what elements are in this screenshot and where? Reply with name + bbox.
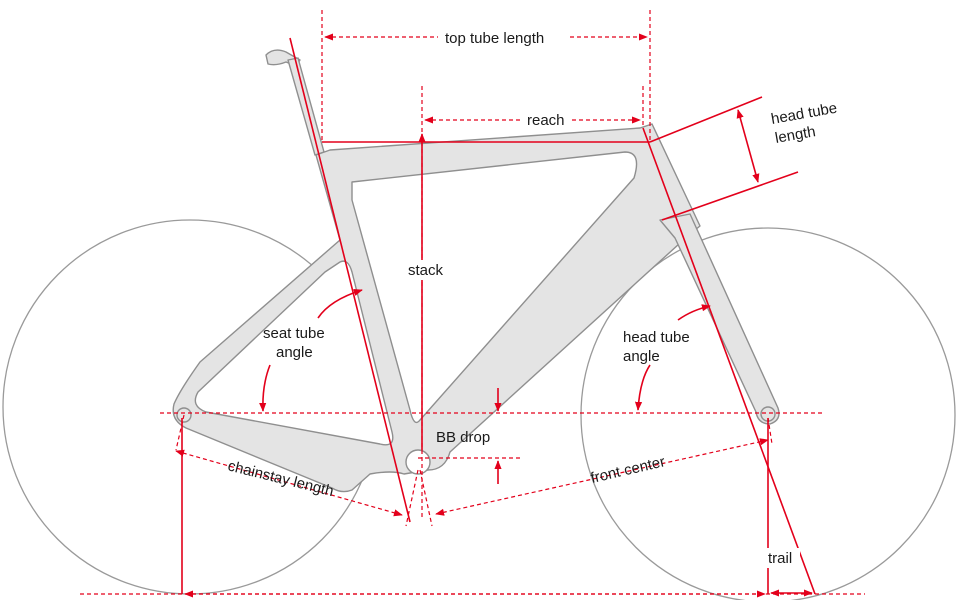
front-center-arrow [435, 438, 769, 516]
bb-drop-label: BB drop [436, 429, 490, 446]
bike-frame [172, 49, 780, 493]
head-tube-angle-label-line2: angle [623, 348, 660, 365]
seat-tube-angle-label-line2: angle [276, 344, 313, 361]
front-triangle-cutout [351, 151, 638, 424]
head-tube-top-line [649, 96, 763, 143]
head-tube-angle-arc-upper [677, 304, 711, 321]
front-axle-vertical-short [767, 417, 773, 445]
top-tube-length-label: top tube length [445, 30, 544, 47]
chainstay-extension [175, 414, 185, 451]
measurement-lines [80, 10, 865, 598]
seat-tube-angle-label-line1: seat tube [263, 325, 325, 342]
head-tube-length-label-line1: head tube [770, 100, 839, 128]
head-tube-axis [642, 127, 816, 595]
front-wheel [580, 227, 956, 600]
head-tube-length-arrow [736, 109, 760, 183]
reach-label: reach [527, 112, 565, 129]
seat-tube-angle-arc-lower [259, 364, 271, 412]
seat-tube-axis [289, 37, 411, 523]
front-center-label: front center [589, 453, 667, 487]
seatpost [287, 57, 325, 156]
head-tube-angle-label-line1: head tube [623, 329, 690, 346]
head-tube-length-label-line2: length [774, 123, 817, 147]
rear-triangle-cutout [194, 260, 394, 446]
stack-label: stack [408, 262, 444, 279]
labels: top tube length reach head tube length s… [226, 26, 839, 568]
trail-label: trail [768, 550, 792, 567]
head-tube-bottom-line [661, 171, 799, 221]
seat-tube-angle-arc-upper [317, 288, 363, 319]
fork [659, 213, 780, 425]
head-tube-angle-arc-lower [634, 364, 651, 411]
bottom-bracket [405, 449, 431, 475]
bb-vertical-left [405, 469, 419, 527]
bb-vertical-right [419, 469, 433, 527]
